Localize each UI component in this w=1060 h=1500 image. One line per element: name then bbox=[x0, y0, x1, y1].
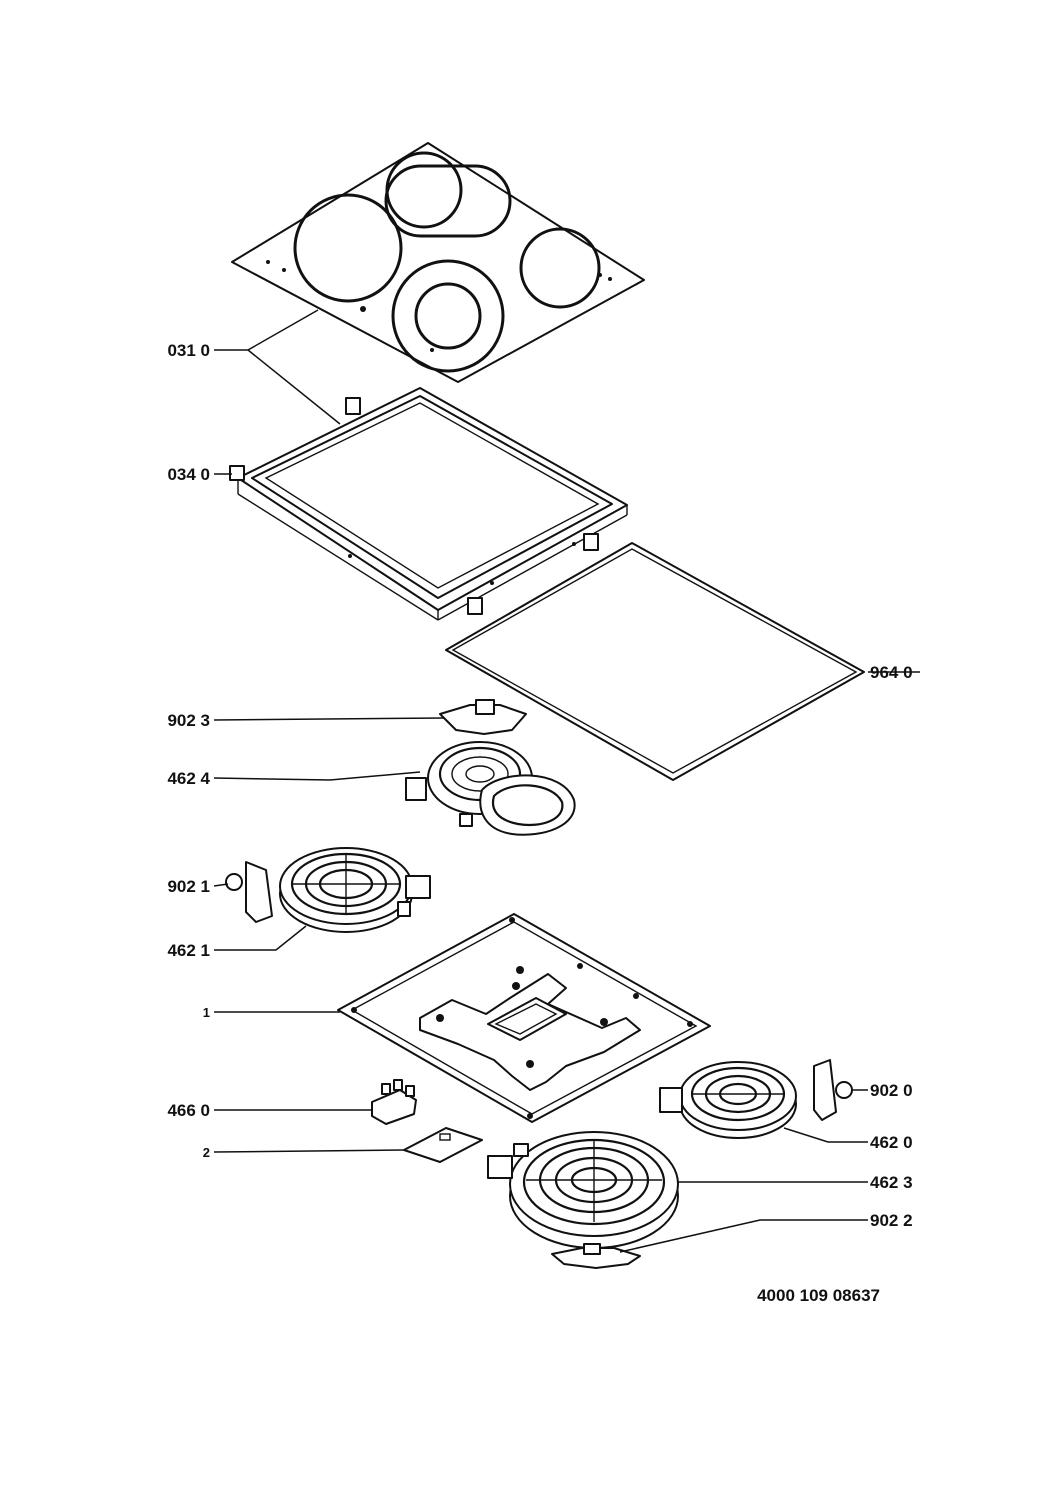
hotplate-front-left bbox=[279, 847, 431, 933]
leader-lines bbox=[213, 309, 920, 1253]
callout-902-3: 902 3 bbox=[167, 711, 210, 730]
callout-902-2: 902 2 bbox=[870, 1211, 913, 1230]
seal-gasket bbox=[445, 542, 865, 781]
base-tray bbox=[337, 913, 711, 1123]
callout-031-0: 031 0 bbox=[167, 341, 210, 360]
bracket-front-left bbox=[225, 861, 273, 923]
callout-034-0: 034 0 bbox=[167, 465, 210, 484]
document-number: 4000 109 08637 bbox=[757, 1286, 880, 1305]
hotplate-dual bbox=[487, 1131, 679, 1249]
hob-frame bbox=[229, 387, 628, 621]
callout-462-0: 462 0 bbox=[870, 1133, 913, 1152]
callout-462-4: 462 4 bbox=[167, 769, 210, 788]
glass-ceramic-top bbox=[231, 142, 645, 383]
callout-902-1: 902 1 bbox=[167, 877, 210, 896]
callout-466-0: 466 0 bbox=[167, 1101, 210, 1120]
callout-902-0: 902 0 bbox=[870, 1081, 913, 1100]
cover-plate bbox=[403, 1127, 483, 1163]
callout-462-3: 462 3 bbox=[870, 1173, 913, 1192]
hotplate-rear-right bbox=[659, 1061, 797, 1139]
bracket-front-right bbox=[551, 1243, 641, 1269]
bracket-rear-right bbox=[813, 1059, 853, 1121]
callout-2: 2 bbox=[203, 1145, 210, 1160]
callout-964-0: 964 0 bbox=[870, 663, 913, 682]
callout-1: 1 bbox=[203, 1005, 210, 1020]
terminal-block bbox=[371, 1079, 417, 1125]
callout-labels: 031 0 034 0 964 0 902 3 462 4 902 1 462 … bbox=[167, 341, 912, 1230]
hotplate-oval bbox=[405, 741, 576, 836]
bracket-rear-left bbox=[439, 699, 527, 735]
callout-462-1: 462 1 bbox=[167, 941, 210, 960]
